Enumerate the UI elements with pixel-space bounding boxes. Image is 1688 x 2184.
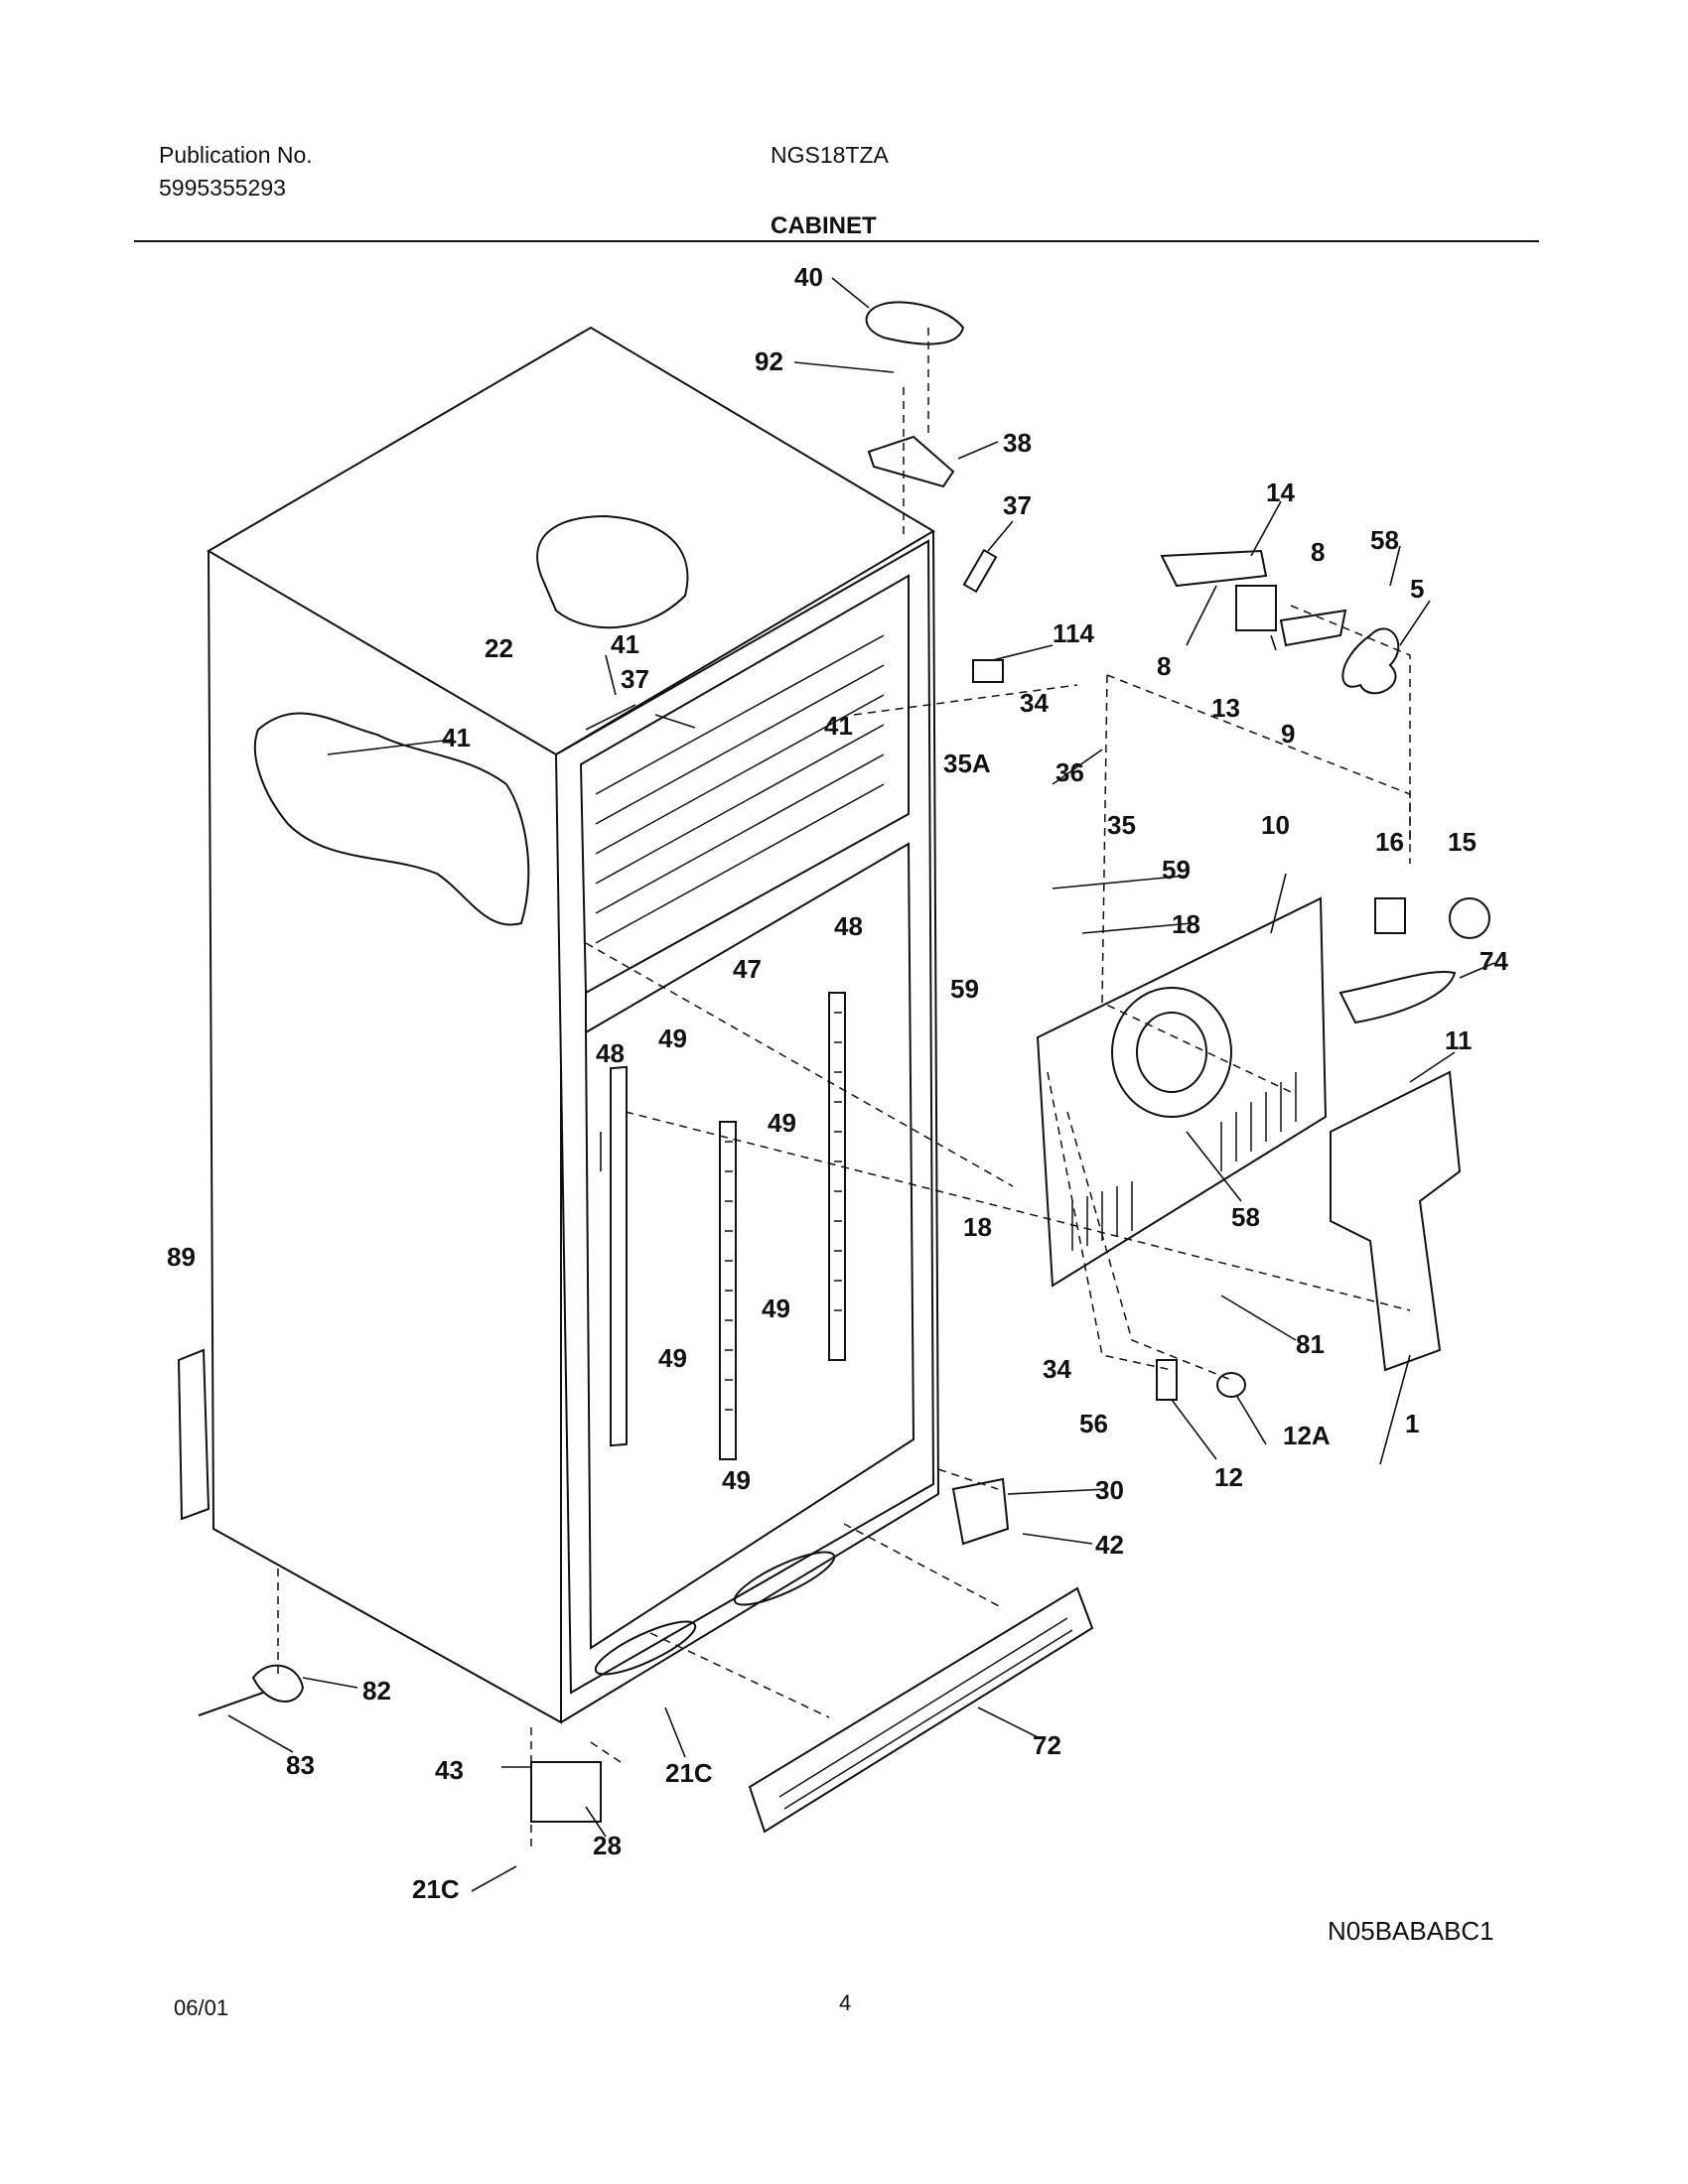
callout-56: 56 (1079, 1409, 1108, 1438)
callout-12: 12 (1214, 1462, 1243, 1492)
callout-114: 114 (1053, 618, 1094, 648)
callout-49b: 49 (768, 1108, 796, 1138)
callout-48: 48 (834, 911, 863, 941)
callout-59: 59 (1162, 855, 1191, 885)
callout-82: 82 (362, 1676, 391, 1706)
callout-36: 36 (1055, 757, 1084, 787)
publication-label: Publication No. (159, 142, 313, 168)
callout-21C: 21C (665, 1758, 713, 1788)
callout-35A: 35A (943, 749, 991, 778)
leader-lines (277, 328, 1411, 1846)
callout-92: 92 (755, 346, 783, 376)
callout-40: 40 (794, 262, 823, 292)
callout-58: 58 (1370, 525, 1399, 555)
callout-37b: 37 (621, 664, 649, 694)
callout-18: 18 (1172, 909, 1200, 939)
callout-9: 9 (1281, 719, 1295, 749)
callout-34b: 34 (1043, 1354, 1071, 1384)
callout-42: 42 (1095, 1530, 1124, 1560)
callout-34: 34 (1020, 688, 1049, 718)
callout-28: 28 (593, 1831, 622, 1860)
page-number: 4 (839, 1990, 852, 2015)
callout-38: 38 (1003, 428, 1032, 458)
callout-81: 81 (1296, 1329, 1325, 1359)
callout-1: 1 (1405, 1409, 1419, 1438)
callout-41: 41 (611, 629, 639, 659)
section-title: CABINET (771, 212, 877, 239)
callout-41b: 41 (824, 711, 853, 741)
callout-30: 30 (1095, 1475, 1124, 1505)
callout-72: 72 (1033, 1730, 1061, 1760)
callout-21C-b: 21C (412, 1874, 460, 1904)
callout-47: 47 (733, 954, 762, 984)
callout-49: 49 (658, 1024, 687, 1053)
callout-41c: 41 (442, 723, 471, 752)
callout-43: 43 (435, 1755, 464, 1785)
callout-49c: 49 (658, 1343, 687, 1373)
callout-5: 5 (1410, 574, 1424, 604)
callout-13: 13 (1211, 693, 1240, 723)
callout-12A: 12A (1283, 1421, 1331, 1450)
callout-18b: 18 (963, 1212, 992, 1242)
callout-8b: 8 (1157, 651, 1171, 681)
header-rule (134, 240, 1539, 242)
callout-74: 74 (1479, 946, 1508, 976)
callout-35: 35 (1107, 810, 1136, 840)
publication-date: 06/01 (174, 1995, 229, 2020)
callout-49e: 49 (722, 1465, 751, 1495)
callout-labels: 40 92 38 37 14 8 58 5 8 13 9 22 41 37 11… (167, 262, 1508, 1904)
callout-58b: 58 (1231, 1202, 1260, 1232)
callout-59b: 59 (950, 974, 979, 1004)
callout-15: 15 (1448, 827, 1477, 857)
callout-89: 89 (167, 1242, 196, 1272)
callout-14: 14 (1266, 478, 1295, 507)
diagram-code: N05BABABC1 (1328, 1916, 1494, 1946)
callout-22: 22 (485, 633, 513, 663)
callout-leaders (227, 277, 1495, 1892)
cabinet-body (177, 326, 940, 1724)
callout-8: 8 (1311, 537, 1325, 567)
callout-37: 37 (1003, 490, 1032, 520)
publication-number: 5995355293 (159, 175, 286, 201)
callout-83: 83 (286, 1750, 315, 1780)
callout-11: 11 (1445, 1025, 1473, 1055)
callout-16: 16 (1375, 827, 1404, 857)
callout-49d: 49 (762, 1294, 790, 1323)
model-number: NGS18TZA (771, 142, 889, 168)
callout-48b: 48 (596, 1038, 625, 1068)
callout-10: 10 (1261, 810, 1290, 840)
